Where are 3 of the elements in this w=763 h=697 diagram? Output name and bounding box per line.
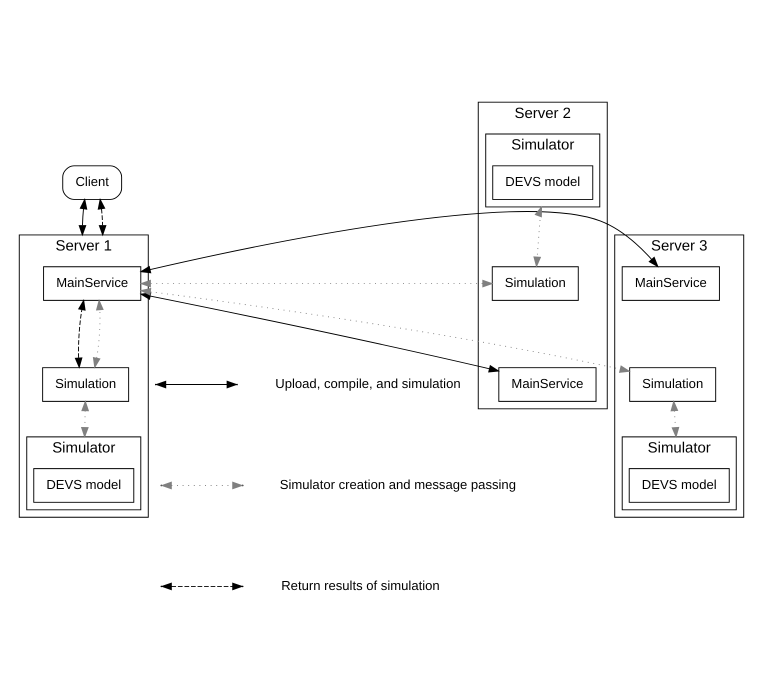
legend-label: Simulator creation and message passing [280, 476, 516, 492]
legend-label: Upload, compile, and simulation [275, 375, 461, 390]
legend-label: Return results of simulation [281, 577, 440, 592]
